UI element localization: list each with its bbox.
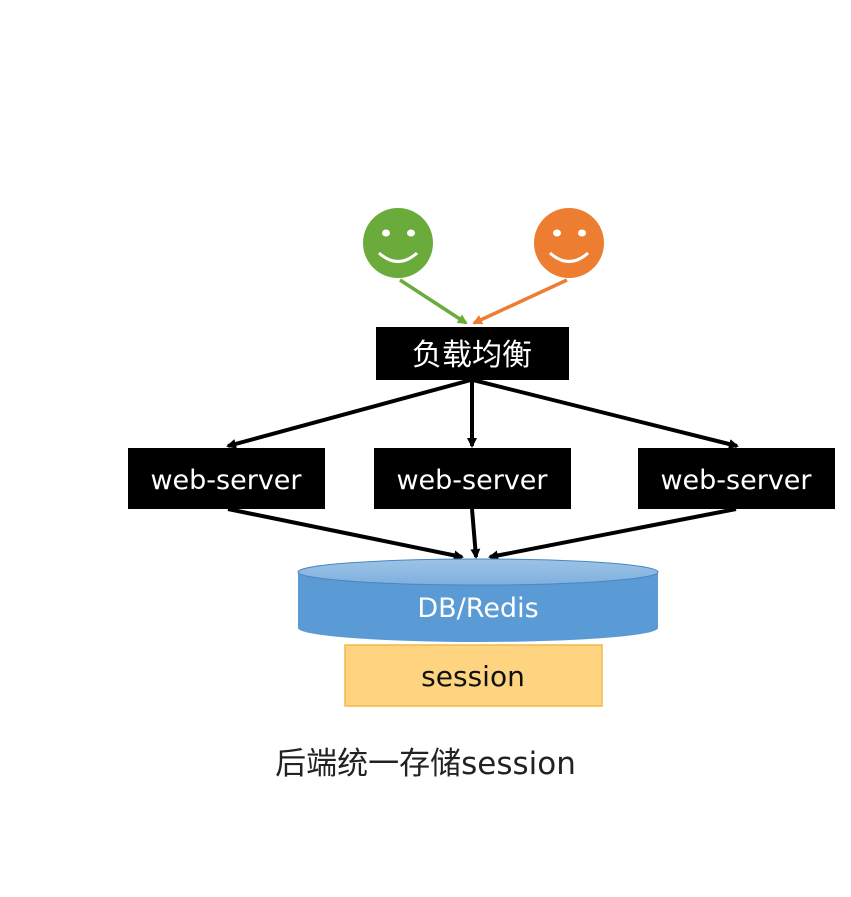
server-2-to-db-arrow [470,508,481,559]
green-user-arrow [399,278,468,325]
session-store-label: session [421,660,525,693]
server-1-to-db-arrow [227,507,464,561]
user-green-icon [363,208,433,278]
diagram-caption: 后端统一存储session [275,746,576,782]
web-server-box-2: web-server [374,448,571,509]
db-redis-label: DB/Redis [417,593,538,624]
server-3-to-db-arrow [488,507,737,561]
web-server-box-1: web-server [128,448,325,509]
web-server-box-3: web-server [638,448,835,509]
web-server-label: web-server [396,465,548,496]
web-server-label: web-server [150,465,302,496]
db-redis-cylinder: DB/Redis [297,558,659,642]
load-balancer-box: 负载均衡 [376,327,569,380]
user-orange-icon [534,208,604,278]
lb-to-server-1-arrow [226,378,472,449]
web-server-label: web-server [660,465,812,496]
load-balancer-label: 负载均衡 [412,338,532,373]
orange-user-arrow [472,278,568,325]
lb-to-server-3-arrow [472,378,739,449]
session-store-box: session [344,644,603,707]
